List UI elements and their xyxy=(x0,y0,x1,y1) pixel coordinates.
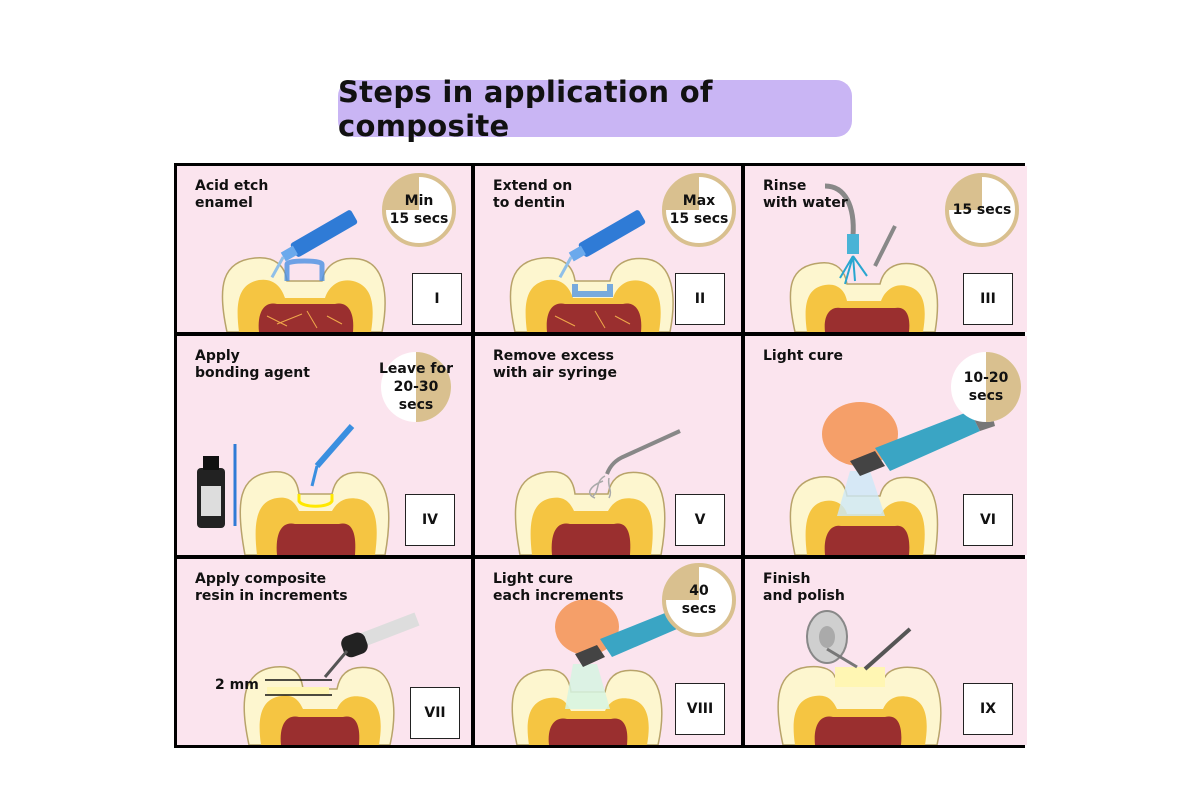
composite-syringe-icon xyxy=(323,612,420,678)
timer-text: 40 secs xyxy=(681,583,717,617)
step-label: Light cure xyxy=(763,348,843,364)
step-number-box: IV xyxy=(405,494,455,546)
page-title: Steps in application of composite xyxy=(338,75,852,143)
step-panel-9: Finish and polish IX xyxy=(745,559,1027,745)
timer-icon: Leave for 20-30 secs xyxy=(379,350,453,424)
step-label: Acid etch enamel xyxy=(195,178,269,211)
tooth-composite-illustration xyxy=(243,612,420,745)
step-panel-4: Apply bonding agent Leave for 20-30 secs… xyxy=(177,336,471,555)
step-label: Apply bonding agent xyxy=(195,348,310,381)
timer-text: Leave for 20-30 secs xyxy=(379,361,453,413)
timer-text: Min 15 secs xyxy=(389,193,449,227)
step-number-box: I xyxy=(412,273,462,325)
step-number-box: II xyxy=(675,273,725,325)
step-label: Apply composite resin in increments xyxy=(195,571,348,604)
timer-icon: Max 15 secs xyxy=(662,173,736,247)
step-number-box: III xyxy=(963,273,1013,325)
step-label: Extend on to dentin xyxy=(493,178,573,211)
timer-text: 15 secs xyxy=(952,202,1012,218)
timer-icon: 10-20 secs xyxy=(949,350,1023,424)
step-panel-5: Remove excess with air syringe V xyxy=(475,336,741,555)
tooth-light-cure-illustration xyxy=(789,402,995,555)
tooth-etch-dentin-illustration xyxy=(509,210,674,332)
step-panel-3: Rinse with water 15 secs III xyxy=(745,166,1027,332)
timer-text: 10-20 secs xyxy=(963,370,1009,404)
step-panel-6: Light cure 10-20 secs VI xyxy=(745,336,1027,555)
step-number-box: VI xyxy=(963,494,1013,546)
step-panel-1: Acid etch enamel Min 15 secs I xyxy=(177,166,471,332)
tooth-bonding-illustration xyxy=(197,424,390,555)
curing-light-icon xyxy=(822,402,995,476)
step-label: Remove excess with air syringe xyxy=(493,348,617,381)
timer-text: Max 15 secs xyxy=(669,193,729,227)
measure-label: 2 mm xyxy=(215,677,259,693)
etchant-syringe-icon xyxy=(270,210,358,279)
step-number-box: VIII xyxy=(675,683,725,735)
step-label: Finish and polish xyxy=(763,571,845,604)
tooth-etch-illustration xyxy=(221,210,386,332)
timer-icon: 40 secs xyxy=(662,563,736,637)
water-syringe-icon xyxy=(824,183,897,285)
steps-grid: Acid etch enamel Min 15 secs I Extend on… xyxy=(174,163,1027,748)
tooth-finish-illustration xyxy=(777,610,942,745)
timer-icon: 15 secs xyxy=(945,173,1019,247)
tooth-light-cure-increments-illustration xyxy=(511,599,677,745)
air-syringe-icon xyxy=(588,429,681,499)
step-label: Light cure each increments xyxy=(493,571,624,604)
step-number-box: V xyxy=(675,494,725,546)
step-panel-8: Light cure each increments 40 secs VIII xyxy=(475,559,741,745)
step-number-box: IX xyxy=(963,683,1013,735)
step-panel-2: Extend on to dentin Max 15 secs II xyxy=(475,166,741,332)
etchant-syringe-icon xyxy=(558,210,646,279)
tooth-rinse-illustration xyxy=(789,183,939,332)
tooth-air-illustration xyxy=(514,429,681,555)
step-panel-7: Apply composite resin in increments 2 mm… xyxy=(177,559,471,745)
step-label: Rinse with water xyxy=(763,178,848,211)
polishing-disc-icon xyxy=(806,610,912,671)
timer-icon: Min 15 secs xyxy=(382,173,456,247)
step-number-box: VII xyxy=(410,687,460,739)
bonding-bottle-icon xyxy=(197,444,237,528)
curing-light-icon xyxy=(555,599,677,667)
